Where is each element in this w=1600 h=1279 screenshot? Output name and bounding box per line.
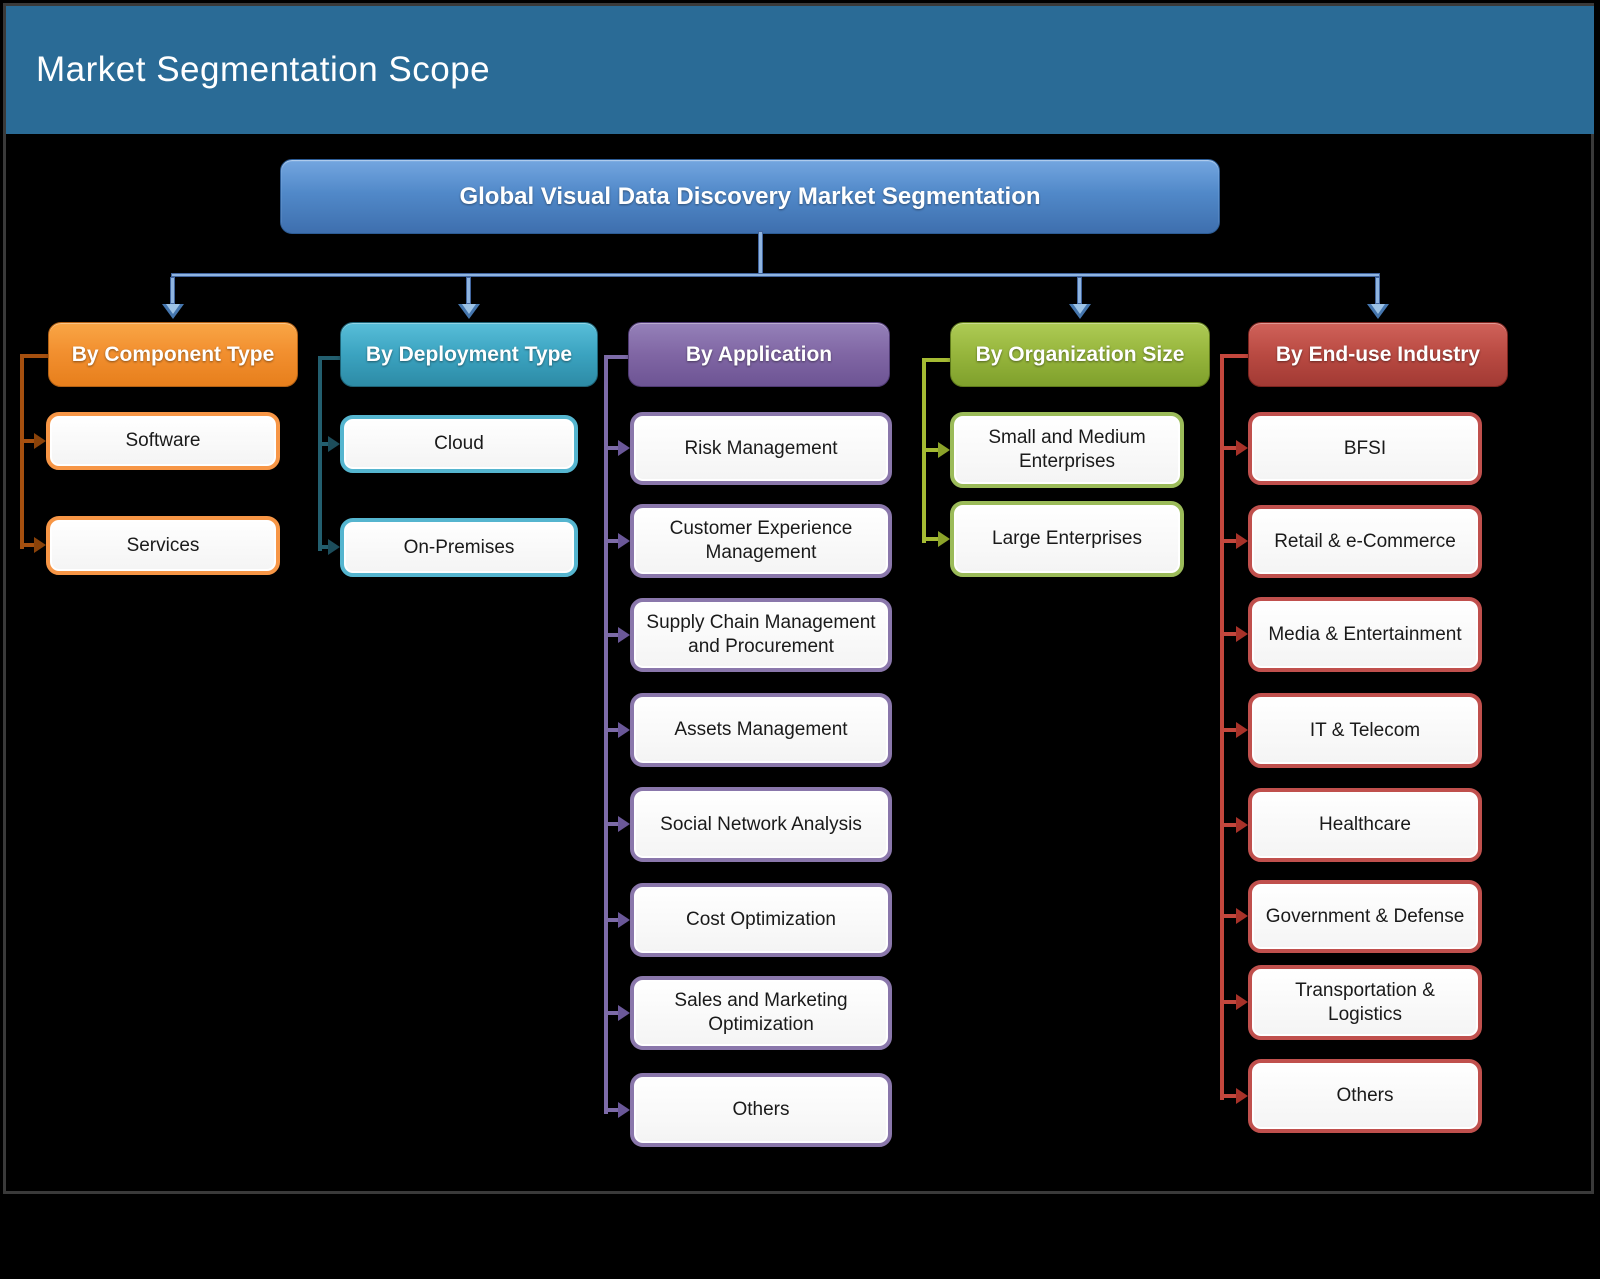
arrow-right-icon [328, 436, 348, 452]
arrow-right-icon [618, 533, 638, 549]
title-bar: Market Segmentation Scope [6, 6, 1594, 134]
connector-line [606, 918, 618, 922]
arrow-right-icon [938, 531, 958, 547]
connector-line [606, 822, 618, 826]
connector-line [606, 446, 618, 450]
node-small-and-medium-enterprises: Small and Medium Enterprises [950, 412, 1184, 488]
drop-line-deployment [466, 277, 471, 304]
drop-line-component [170, 277, 175, 304]
connector-line [20, 354, 24, 549]
connector-line [1222, 446, 1236, 450]
drop-line-enduse [1375, 277, 1380, 304]
node-on-premises: On-Premises [340, 518, 578, 577]
column-header-application: By Application [628, 322, 890, 387]
connector-line [606, 539, 618, 543]
arrow-down-icon [1069, 304, 1091, 319]
connector-line [318, 356, 322, 551]
arrow-right-icon [618, 816, 638, 832]
connector-line [606, 633, 618, 637]
arrow-right-icon [1236, 994, 1256, 1010]
column-header-component-type: By Component Type [48, 322, 298, 387]
connector-line [22, 543, 36, 547]
connector-line [604, 355, 628, 359]
connector-line [1222, 1000, 1236, 1004]
node-risk-management: Risk Management [630, 412, 892, 485]
connector-line [318, 356, 340, 360]
arrow-right-icon [1236, 817, 1256, 833]
node-government-defense: Government & Defense [1248, 880, 1482, 953]
connector-line [604, 355, 608, 1114]
arrow-right-icon [34, 537, 54, 553]
arrow-right-icon [618, 627, 638, 643]
connector-line [1222, 1094, 1236, 1098]
connector-line [606, 1011, 618, 1015]
page-title: Market Segmentation Scope [36, 50, 491, 89]
node-transportation-logistics: Transportation & Logistics [1248, 965, 1482, 1040]
connector-line [320, 545, 330, 549]
node-retail-e-commerce: Retail & e-Commerce [1248, 505, 1482, 578]
node-healthcare: Healthcare [1248, 788, 1482, 862]
node-cost-optimization: Cost Optimization [630, 883, 892, 957]
connector-line [924, 448, 938, 452]
root-node: Global Visual Data Discovery Market Segm… [280, 159, 1220, 234]
connector-line [1222, 728, 1236, 732]
arrow-right-icon [328, 539, 348, 555]
node-large-enterprises: Large Enterprises [950, 501, 1184, 577]
connector-line [320, 442, 330, 446]
arrow-right-icon [618, 1102, 638, 1118]
node-sales-and-marketing-optimization: Sales and Marketing Optimization [630, 976, 892, 1050]
node-customer-experience-management: Customer Experience Management [630, 504, 892, 578]
node-enduse-others: Others [1248, 1059, 1482, 1133]
node-media-entertainment: Media & Entertainment [1248, 597, 1482, 672]
arrow-right-icon [1236, 533, 1256, 549]
arrow-right-icon [938, 442, 958, 458]
arrow-right-icon [1236, 908, 1256, 924]
connector-line [1222, 914, 1236, 918]
arrow-right-icon [1236, 1088, 1256, 1104]
connector-line [1220, 354, 1248, 358]
connector-line [1220, 354, 1224, 1100]
arrow-right-icon [34, 433, 54, 449]
slide-frame [3, 3, 1594, 1194]
node-bfsi: BFSI [1248, 412, 1482, 485]
connector-line [606, 1108, 618, 1112]
arrow-right-icon [618, 1005, 638, 1021]
connector-line [20, 354, 48, 358]
arrow-right-icon [1236, 722, 1256, 738]
node-application-others: Others [630, 1073, 892, 1147]
arrow-down-icon [458, 304, 480, 319]
column-header-organization-size: By Organization Size [950, 322, 1210, 387]
arrow-right-icon [1236, 440, 1256, 456]
connector-line [1222, 539, 1236, 543]
node-social-network-analysis: Social Network Analysis [630, 787, 892, 862]
node-it-telecom: IT & Telecom [1248, 693, 1482, 768]
node-assets-management: Assets Management [630, 693, 892, 767]
drop-line-organization [1077, 277, 1082, 304]
arrow-right-icon [618, 722, 638, 738]
node-supply-chain-management-and-procurement: Supply Chain Management and Procurement [630, 598, 892, 672]
column-header-enduse-industry: By End-use Industry [1248, 322, 1508, 387]
connector-line [922, 358, 950, 362]
arrow-right-icon [1236, 626, 1256, 642]
node-services: Services [46, 516, 280, 575]
arrow-right-icon [618, 440, 638, 456]
connector-line [924, 537, 938, 541]
column-header-deployment-type: By Deployment Type [340, 322, 598, 387]
connector-line [606, 728, 618, 732]
node-cloud: Cloud [340, 415, 578, 473]
node-software: Software [46, 412, 280, 470]
connector-line [22, 439, 36, 443]
arrow-down-icon [162, 304, 184, 319]
trunk-stem-line [758, 231, 763, 275]
arrow-right-icon [618, 912, 638, 928]
connector-line [1222, 632, 1236, 636]
connector-line [1222, 823, 1236, 827]
arrow-down-icon [1367, 304, 1389, 319]
trunk-horizontal-line [171, 273, 1380, 277]
